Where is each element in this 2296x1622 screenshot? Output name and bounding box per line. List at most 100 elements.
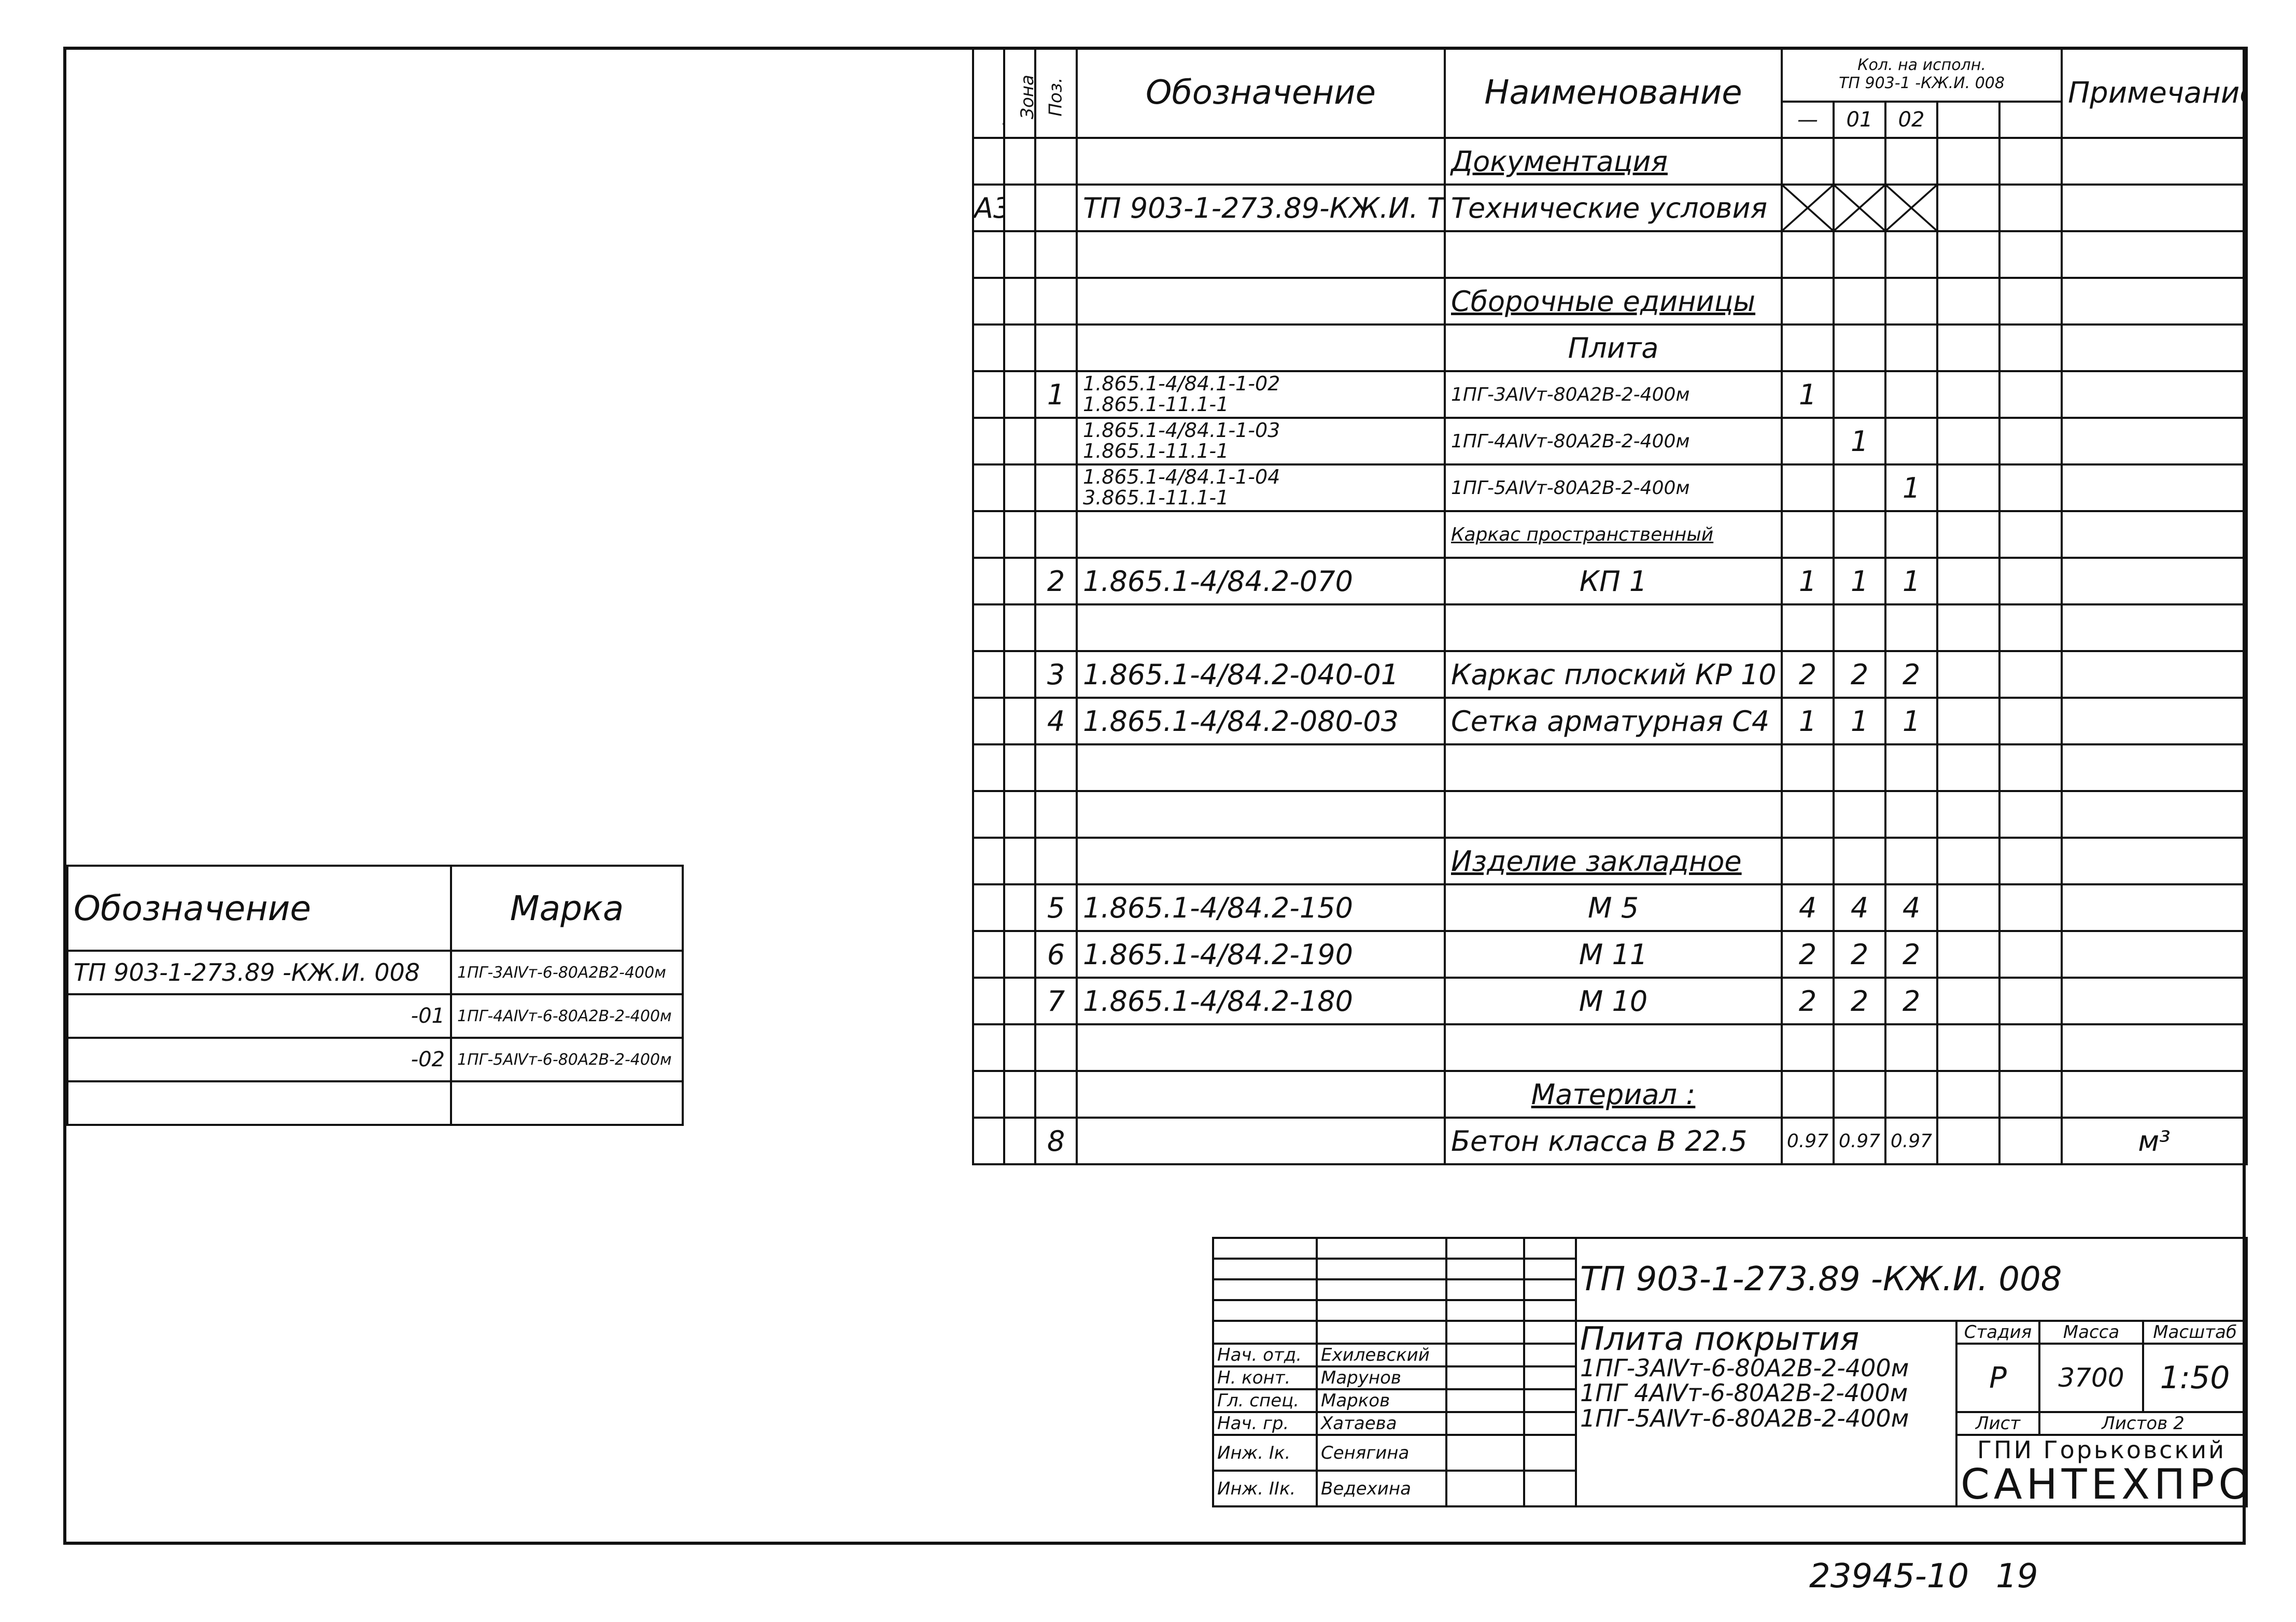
- section-title: Каркас пространственный: [1444, 510, 1783, 559]
- signature: [1445, 1343, 1525, 1367]
- signer-name: Марков: [1316, 1388, 1447, 1413]
- header-qty-title: Кол. на исполн.: [1857, 56, 1986, 75]
- title-block: ТП 903-1-273.89 -КЖ.И. 008 Плита покрыти…: [1212, 1237, 2248, 1507]
- mass-label: Масса: [2038, 1320, 2144, 1345]
- marks-row: [66, 1080, 684, 1126]
- scale-label: Масштаб: [2142, 1320, 2248, 1345]
- row-designation: 1.865.1-4/84.2-180: [1076, 977, 1446, 1025]
- header-zone: Зона: [1003, 47, 1036, 139]
- row-qty: 2: [1781, 977, 1835, 1025]
- row-qty: 4: [1833, 883, 1886, 932]
- row-designation: 1.865.1-4/84.2-040-01: [1076, 650, 1446, 699]
- spec-header-subrow: — 01 02: [973, 100, 2247, 139]
- spec-row: 6 1.865.1-4/84.2-190 М 11 2 2 2: [972, 930, 2248, 979]
- signer-role: Инж. Iк.: [1212, 1434, 1318, 1472]
- row-qty: 2: [1833, 977, 1886, 1025]
- row-qty: 2: [1884, 930, 1938, 979]
- crossed-cell: [1781, 184, 1835, 232]
- row-qty: 2: [1781, 650, 1835, 699]
- marks-header-mark: Марка: [450, 865, 684, 952]
- specification-table: Формат Зона Поз. Обозначение Наименовани…: [972, 47, 2248, 1165]
- crossed-cell: [1833, 184, 1886, 232]
- row-qty: [1833, 370, 1886, 419]
- spec-row: Плита: [972, 323, 2248, 372]
- sheet-label: Лист: [1955, 1411, 2040, 1436]
- marks-mark: [450, 1080, 684, 1126]
- marks-designation: [66, 1080, 452, 1126]
- spec-row: [972, 743, 2248, 792]
- group-title: Плита: [1444, 323, 1783, 372]
- row-name: 1ПГ-3АⅣт-80А2В-2-400м: [1444, 370, 1783, 419]
- marks-row: ТП 903-1-273.89 -КЖ.И. 008 1ПГ-3АⅣт-6-80…: [66, 950, 684, 995]
- marks-header-row: Обозначение Марка: [66, 865, 684, 952]
- page-number: 19: [1996, 1557, 2038, 1596]
- row-pos: 5: [1034, 883, 1078, 932]
- drawing-title-line: 1ПГ 4АⅣт-6-80А2В-2-400м: [1580, 1379, 1908, 1407]
- header-pos: Поз.: [1034, 47, 1078, 139]
- signer-name: Ехилевский: [1316, 1343, 1447, 1367]
- spec-row: Каркас пространственный: [972, 510, 2248, 559]
- signer-role: Нач. отд.: [1212, 1343, 1318, 1367]
- crossed-cell: [1884, 184, 1938, 232]
- stage-value: Р: [1955, 1343, 2040, 1413]
- row-qty: 4: [1781, 883, 1835, 932]
- row-pos: 6: [1034, 930, 1078, 979]
- row-name: 1ПГ-5АⅣт-80А2В-2-400м: [1444, 463, 1783, 512]
- row-pos: 7: [1034, 977, 1078, 1025]
- mass-value: 3700: [2038, 1343, 2144, 1413]
- row-name: Технические условия: [1444, 184, 1783, 232]
- header-qty-col: —: [1781, 100, 1835, 139]
- signer-role: Инж. IIк.: [1212, 1470, 1318, 1507]
- row-qty: 2: [1781, 930, 1835, 979]
- signer-name: Хатаева: [1316, 1411, 1447, 1436]
- row-designation: 1.865.1-4/84.2-190: [1076, 930, 1446, 979]
- drawing-title-line: 1ПГ-3АⅣт-6-80А2В-2-400м: [1580, 1354, 1909, 1383]
- spec-row: 2 1.865.1-4/84.2-070 КП 1 1 1 1: [972, 557, 2248, 605]
- header-qty-col-empty: [1936, 100, 2001, 139]
- drawing-title-main: Плита покрытия: [1580, 1321, 1860, 1358]
- row-designation: 1.865.1-4/84.2-070: [1076, 557, 1446, 605]
- doc-code: ТП 903-1-273.89 -КЖ.И. 008: [1575, 1237, 2248, 1322]
- spec-row: 8 Бетон класса В 22.5 0.97 0.97 0.97 м³: [972, 1117, 2248, 1165]
- section-title: Материал :: [1444, 1070, 1783, 1119]
- row-qty: 1: [1833, 697, 1886, 745]
- section-title: Документация: [1444, 137, 1783, 186]
- row-qty: 1: [1781, 370, 1835, 419]
- row-qty: 0.97: [1781, 1117, 1835, 1165]
- drawing-title-line: 1ПГ-5АⅣт-6-80А2В-2-400м: [1580, 1404, 1909, 1432]
- marks-mark: 1ПГ-4АⅣт-6-80А2В-2-400м: [450, 993, 684, 1039]
- marks-designation: -02: [66, 1037, 452, 1082]
- section-title: Изделие закладное: [1444, 837, 1783, 885]
- spec-row: Документация: [972, 137, 2248, 186]
- signature: [1445, 1365, 1525, 1390]
- header-qty-doc: ТП 903-1 -КЖ.И. 008: [1839, 74, 2005, 92]
- organization-line2: САНТЕХПРОЕКТ: [1961, 1460, 2247, 1506]
- spec-row: 5 1.865.1-4/84.2-150 М 5 4 4 4: [972, 883, 2248, 932]
- row-pos: 8: [1034, 1117, 1078, 1165]
- archive-number: 23945-10: [1809, 1557, 1969, 1596]
- signer-role: Гл. спец.: [1212, 1388, 1318, 1413]
- row-qty: 1: [1884, 697, 1938, 745]
- row-qty: 2: [1884, 977, 1938, 1025]
- row-pos: 2: [1034, 557, 1078, 605]
- row-qty: [1884, 417, 1938, 466]
- row-qty: 1: [1781, 557, 1835, 605]
- row-qty: 0.97: [1833, 1117, 1886, 1165]
- row-name: М 5: [1444, 883, 1783, 932]
- spec-row: А3 ТП 903-1-273.89-КЖ.И. ТУ Технические …: [972, 184, 2248, 232]
- header-format: Формат: [972, 47, 1005, 139]
- spec-row: Материал :: [972, 1070, 2248, 1119]
- signature: [1445, 1470, 1525, 1507]
- row-qty: [1781, 417, 1835, 466]
- section-title: Сборочные единицы: [1444, 277, 1783, 326]
- row-name: Сетка арматурная С4: [1444, 697, 1783, 745]
- signature: [1445, 1434, 1525, 1472]
- header-note: Примечание: [2061, 47, 2248, 139]
- row-designation: 1.865.1-4/84.2-150: [1076, 883, 1446, 932]
- row-qty: 0.97: [1884, 1117, 1938, 1165]
- header-qty-col-empty: [1998, 100, 2063, 139]
- spec-row: [972, 790, 2248, 839]
